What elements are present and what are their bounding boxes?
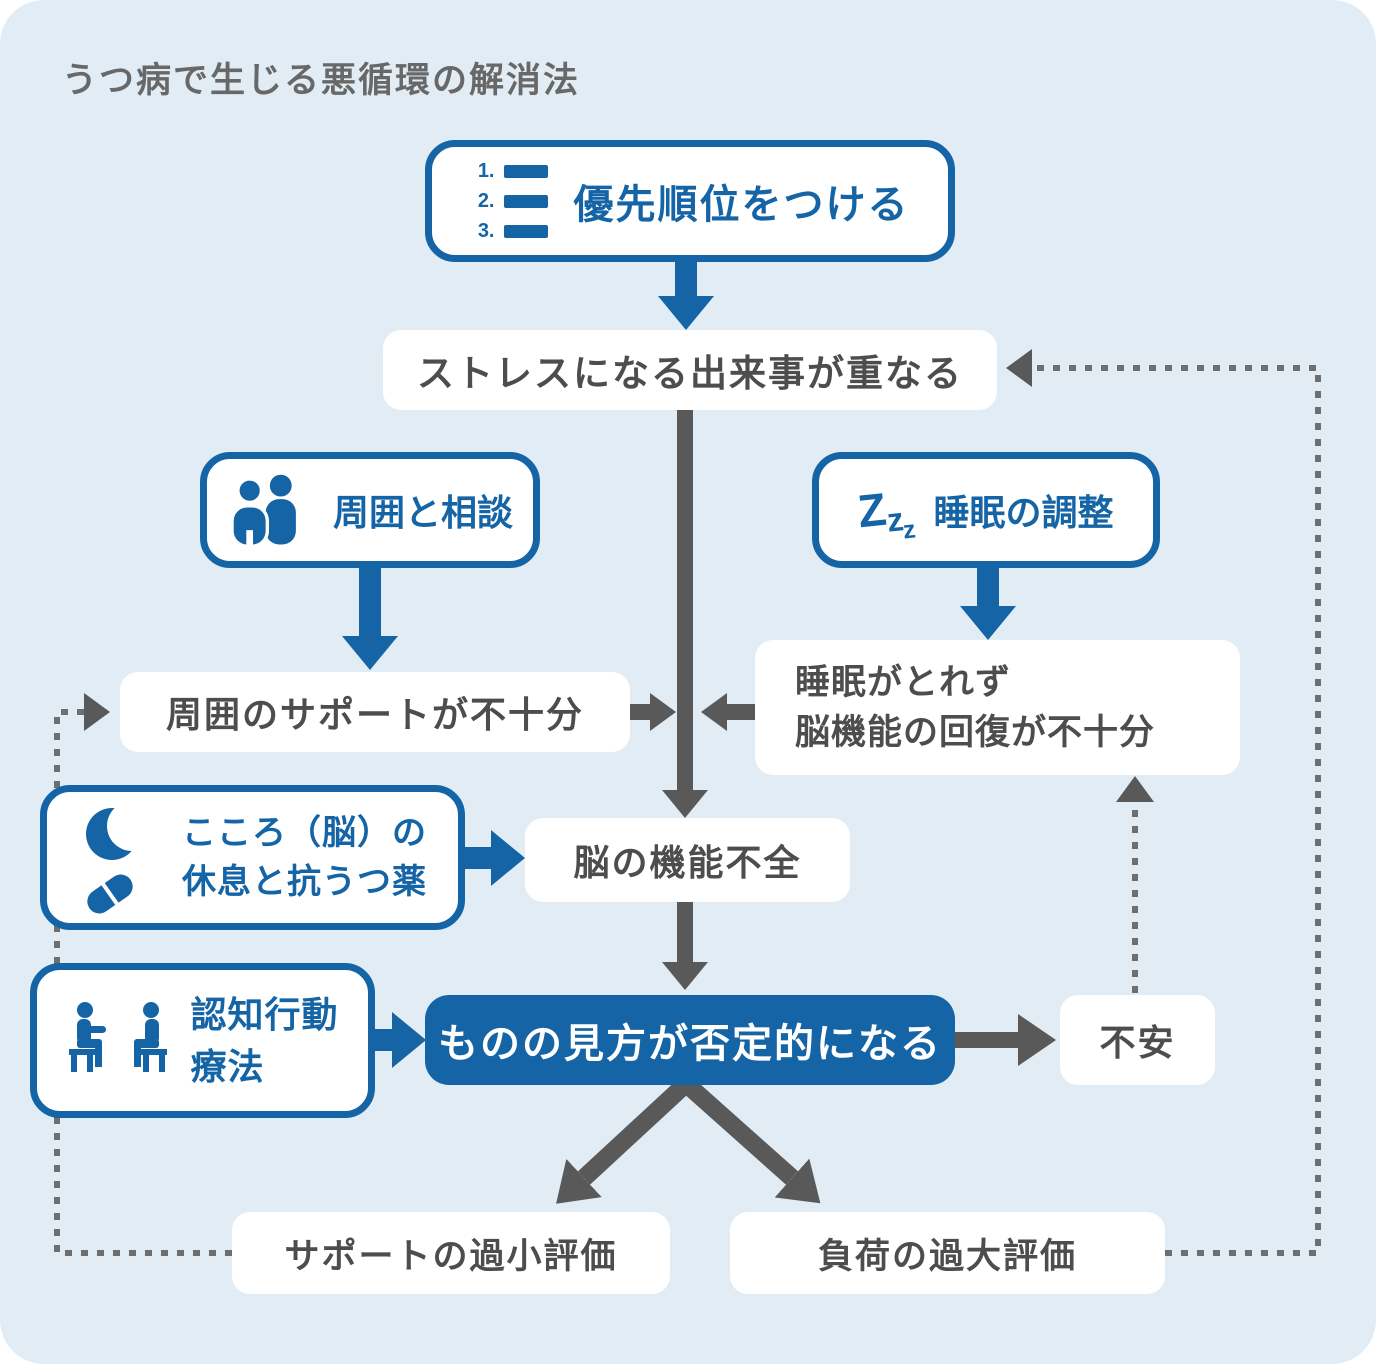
- brain-box: 脳の機能不全: [525, 818, 850, 902]
- rest-label-line1: こころ（脳）の: [182, 814, 427, 853]
- underestimate-box: サポートの過小評価: [232, 1212, 670, 1294]
- anxiety-box: 不安: [1060, 995, 1215, 1085]
- zzz-letter: z: [901, 515, 917, 545]
- cbt-label-line1: 認知行動: [190, 994, 339, 1036]
- numbered-list-icon: 1. 2. 3.: [471, 160, 548, 243]
- rest-label: こころ（脳）の 休息と抗うつ薬: [182, 809, 427, 906]
- sleepless-line2: 脳機能の回復が不十分: [795, 712, 1156, 752]
- consult-label: 周囲と相談: [332, 492, 513, 533]
- consult-box: 周囲と相談: [200, 452, 540, 568]
- sleepless-line1: 睡眠がとれず: [795, 662, 1012, 702]
- support-box: 周囲のサポートが不十分: [120, 672, 630, 752]
- counseling-icon: [66, 999, 170, 1083]
- cbt-box: 認知行動 療法: [30, 963, 375, 1118]
- cbt-label-line2: 療法: [190, 1045, 265, 1087]
- list-number: 2.: [477, 189, 495, 212]
- cbt-label: 認知行動 療法: [190, 989, 338, 1091]
- moon-and-pill-icons: [78, 801, 164, 914]
- sleepless-box: 睡眠がとれず 脳機能の回復が不十分: [755, 640, 1240, 775]
- zzz-letter: Z: [855, 482, 890, 538]
- priority-label: 優先順位をつける: [573, 183, 910, 227]
- arrow-negative-to-overestimate: [676, 1073, 821, 1204]
- sleep-box: Z z z 睡眠の調整: [812, 452, 1160, 568]
- two-people-icon: [227, 472, 311, 548]
- zzz-icon: Z z z: [855, 482, 917, 545]
- priority-box: 1. 2. 3. 優先順位をつける: [425, 140, 955, 262]
- rest-label-line2: 休息と抗うつ薬: [182, 862, 427, 901]
- sleep-label: 睡眠の調整: [933, 492, 1114, 533]
- list-number: 1.: [477, 159, 495, 182]
- diagram-title: うつ病で生じる悪循環の解消法: [62, 61, 581, 100]
- stress-box: ストレスになる出来事が重なる: [383, 330, 997, 410]
- moon-icon: [86, 801, 157, 860]
- list-number: 3.: [477, 219, 495, 242]
- arrow-negative-to-underestimate: [556, 1073, 697, 1204]
- negative-thinking-box: ものの見方が否定的になる: [425, 995, 955, 1085]
- loop-overestimate-to-stress: [1006, 349, 1321, 1256]
- rest-box: こころ（脳）の 休息と抗うつ薬: [40, 785, 465, 930]
- overestimate-box: 負荷の過大評価: [730, 1212, 1165, 1294]
- pill-icon: [87, 874, 133, 913]
